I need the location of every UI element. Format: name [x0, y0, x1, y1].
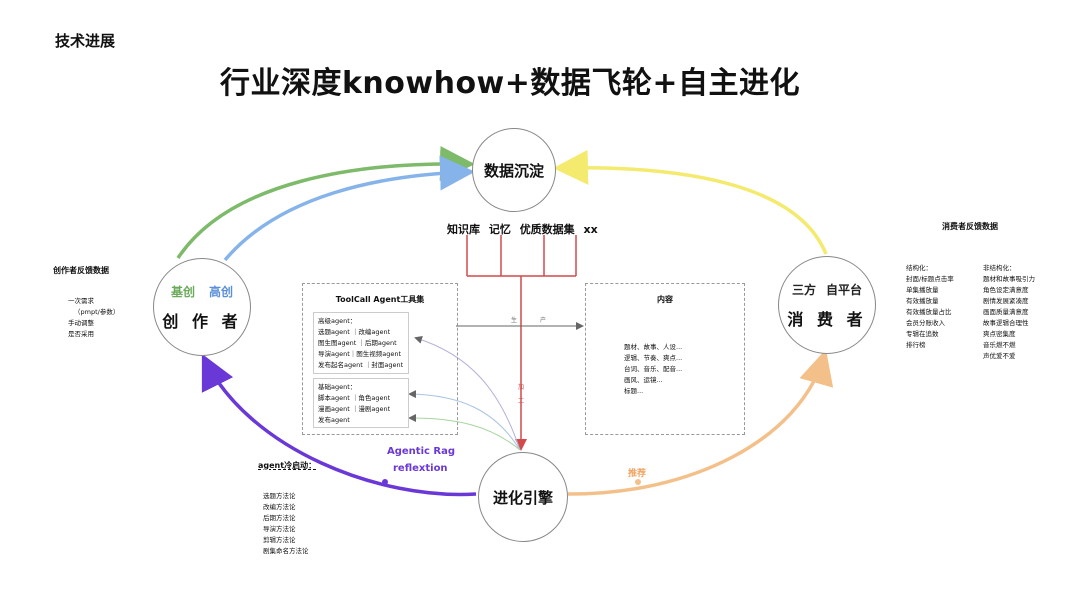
advanced-agent-group: 高级agent： 选题agent ｜改编agent 图生图agent ｜后期ag…	[313, 312, 409, 374]
basic-agent-header: 基础agent：	[318, 383, 357, 391]
basic-agent-item: 漫画agent ｜漫剧agent	[318, 405, 391, 413]
advanced-agent-item: 发布起名agent ｜封面agent	[318, 361, 404, 369]
agent-cold-start-title: agent冷启动：	[258, 461, 317, 470]
engine-to-toolbox-curve-3	[408, 414, 521, 451]
process-label-2: 工	[518, 398, 525, 405]
engine-node-label: 进化引擎	[492, 488, 553, 507]
section-label: 技术进展	[55, 32, 116, 50]
process-label-1: 加	[518, 384, 525, 391]
consumer-node-label: 消 费 者	[787, 309, 867, 329]
toolbox-title: ToolCall Agent工具集	[335, 295, 425, 304]
creator-feedback-item: 一次需求	[68, 297, 94, 305]
toolbox-panel: ToolCall Agent工具集 高级agent： 选题agent ｜改编ag…	[302, 283, 458, 435]
creator-node: 基创高创 创 作 者	[153, 258, 251, 356]
data-node: 数据沉淀	[472, 128, 556, 212]
content-line: 台词、音乐、配音...	[624, 365, 683, 373]
advanced-agent-item: 图生图agent ｜后期agent	[318, 339, 397, 347]
creator-feedback-item: 是否采用	[68, 330, 94, 338]
content-title: 内容	[657, 295, 673, 304]
creator-feedback-title: 创作者反馈数据	[53, 266, 109, 275]
creator-node-label: 创 作 者	[162, 311, 242, 331]
unstructured-item: 剧情发展紧凑度	[983, 297, 1029, 305]
engine-to-creator-purple-arrow	[201, 353, 477, 497]
content-line: 画风、运镜...	[624, 376, 663, 384]
consumer-tags: 三方自平台	[792, 281, 862, 298]
consumer-unstructured-list: 非结构化： 题材和故事吸引力 角色设定满意度 剧情发展紧凑度 画面质量满意度 故…	[983, 263, 1035, 362]
structured-item: 有效播放量	[906, 297, 939, 305]
data-source-item: 优质数据集	[519, 223, 575, 236]
data-source-item: 知识库	[447, 223, 480, 236]
creator-feedback-list: 一次需求 （pmpt/参数） 手动调整 是否采用	[68, 296, 119, 340]
engine-to-consumer-orange-arrow	[567, 349, 834, 496]
cold-start-item: 剧集命名方法论	[263, 547, 309, 555]
produce-label-1: 生	[511, 317, 518, 324]
data-sources: 知识库 记忆 优质数据集 xx	[447, 221, 603, 237]
structured-item: 封面/标题点击率	[906, 275, 954, 283]
creator-tag-basic: 基创	[170, 284, 195, 299]
unstructured-item: 故事逻辑合理性	[983, 319, 1029, 327]
agentic-rag-label: Agentic Rag	[387, 446, 456, 457]
data-node-label: 数据沉淀	[483, 161, 544, 180]
structured-item: 专辑在追数	[906, 330, 939, 338]
structured-item: 会员分账收入	[906, 319, 945, 327]
creator-to-data-blue-arrow	[223, 155, 475, 262]
reflextion-label: reflextion	[393, 463, 448, 474]
creator-tag-high: 高创	[209, 284, 234, 299]
basic-agent-item: 脚本agent ｜角色agent	[318, 394, 391, 402]
consumer-to-data-yellow-arrow	[553, 149, 828, 255]
basic-agent-group: 基础agent： 脚本agent ｜角色agent 漫画agent ｜漫剧age…	[313, 378, 409, 428]
content-line: 题材、故事、人设...	[624, 343, 683, 351]
unstructured-item: 画面质量满意度	[983, 308, 1029, 316]
produce-label-2: 产	[540, 317, 547, 324]
advanced-agent-item: 选题agent ｜改编agent	[318, 328, 391, 336]
creator-to-data-green-arrow	[176, 145, 475, 259]
recommend-label: 推荐	[628, 469, 647, 479]
content-line: 逻辑、节奏、爽点...	[624, 354, 683, 362]
unstructured-header: 非结构化：	[983, 264, 1016, 272]
creator-feedback-item: （pmpt/参数）	[74, 308, 120, 316]
creator-tags: 基创高创	[171, 283, 233, 300]
basic-agent-item: 发布agent	[318, 416, 350, 424]
cold-start-item: 导演方法论	[263, 525, 296, 533]
data-source-item: 记忆	[488, 223, 511, 236]
structured-item: 有效播放量占比	[906, 308, 952, 316]
creator-feedback-item: 手动调整	[68, 319, 94, 327]
consumer-node: 三方自平台 消 费 者	[778, 256, 876, 354]
unstructured-item: 音乐燃不燃	[983, 341, 1016, 349]
structured-header: 结构化：	[906, 264, 932, 272]
unstructured-item: 题材和故事吸引力	[983, 275, 1035, 283]
content-panel: 内容 题材、故事、人设... 逻辑、节奏、爽点... 台词、音乐、配音... 画…	[585, 283, 745, 435]
unstructured-item: 爽点密集度	[983, 330, 1016, 338]
unstructured-item: 角色设定满意度	[983, 286, 1029, 294]
agent-cold-start-list: 选题方法论 改编方法论 后期方法论 导演方法论 剪辑方法论 剧集命名方法论	[263, 491, 309, 557]
advanced-agent-item: 导演agent｜图生视频agent	[318, 350, 402, 358]
data-source-item: xx	[583, 223, 598, 236]
consumer-tag-self: 自平台	[826, 282, 863, 297]
engine-to-toolbox-curve-2	[408, 390, 521, 451]
engine-node: 进化引擎	[478, 452, 568, 542]
consumer-tag-third: 三方	[791, 282, 816, 297]
cold-start-item: 改编方法论	[263, 503, 296, 511]
consumer-structured-list: 结构化： 封面/标题点击率 单集播放量 有效播放量 有效播放量占比 会员分账收入…	[906, 263, 954, 351]
cold-start-item: 选题方法论	[263, 492, 296, 500]
engine-to-toolbox-curve-1	[414, 335, 521, 451]
data-source-connectors	[466, 235, 577, 451]
unstructured-item: 声优爱不爱	[983, 352, 1016, 360]
structured-item: 排行榜	[906, 341, 926, 349]
content-line: 标题...	[624, 387, 644, 395]
advanced-agent-header: 高级agent：	[318, 317, 357, 325]
content-lines: 题材、故事、人设... 逻辑、节奏、爽点... 台词、音乐、配音... 画风、运…	[624, 342, 682, 397]
main-title: 行业深度knowhow+数据飞轮+自主进化	[219, 66, 801, 101]
cold-start-item: 后期方法论	[263, 514, 296, 522]
structured-item: 单集播放量	[906, 286, 939, 294]
cold-start-item: 剪辑方法论	[263, 536, 296, 544]
consumer-feedback-title: 消费者反馈数据	[942, 222, 998, 231]
